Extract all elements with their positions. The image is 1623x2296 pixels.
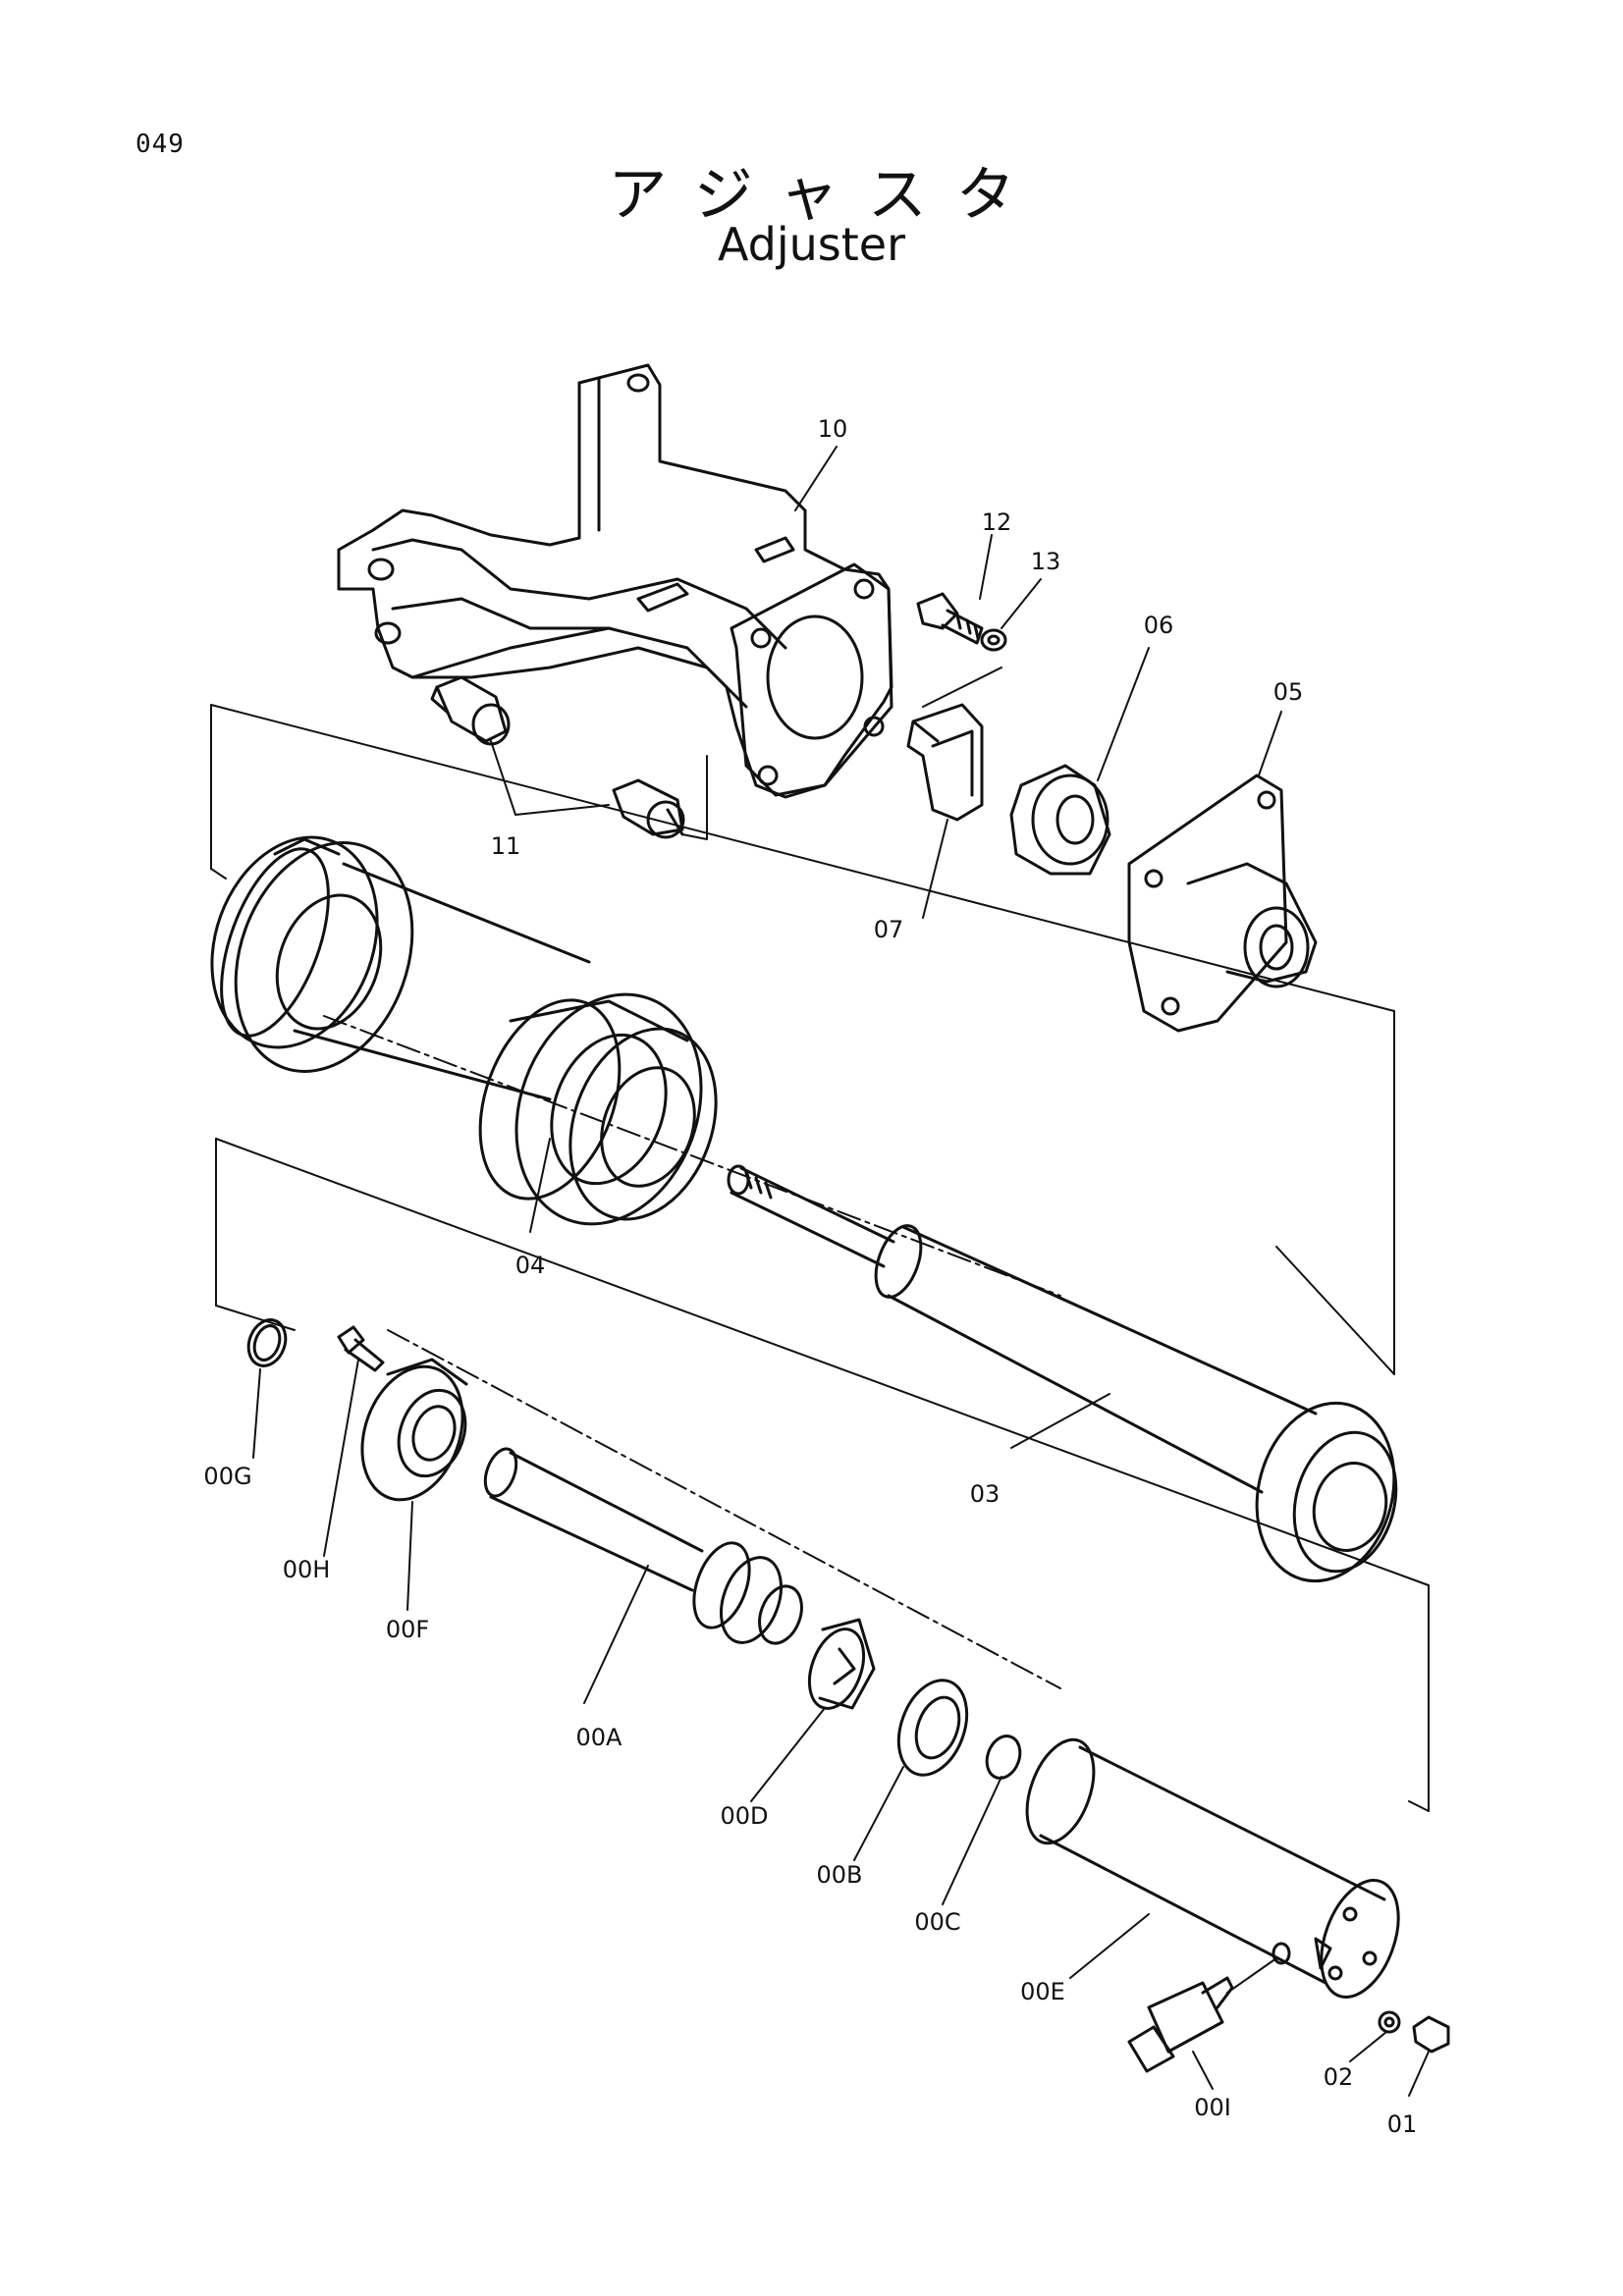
callout-12: 12 [982, 508, 1012, 536]
part-00H-screw [337, 1325, 385, 1372]
callout-00A: 00A [576, 1724, 623, 1751]
part-02-washer [1378, 2010, 1401, 2034]
part-00G-oring [246, 1318, 288, 1367]
page-number: 049 [135, 130, 185, 159]
centerline [323, 1015, 1061, 1689]
part-00C-snap-ring [985, 1735, 1022, 1780]
callout-00I: 00I [1194, 2094, 1231, 2121]
callout-00B: 00B [816, 1861, 862, 1889]
part-00A-piston-rod [483, 1447, 803, 1645]
part-00B-seal [896, 1679, 969, 1777]
title-japanese: アジャスタ [608, 161, 1045, 230]
part-00F-cover [360, 1358, 468, 1502]
leader-lines [252, 446, 1430, 2097]
part-01-plug [1412, 2015, 1450, 2054]
assembly-frame-lines [210, 667, 1430, 1812]
callout-00H: 00H [283, 1556, 331, 1583]
callout-00F: 00F [386, 1616, 429, 1643]
callout-06: 06 [1144, 612, 1174, 639]
callout-11: 11 [491, 832, 521, 860]
part-10-bracket [337, 363, 893, 799]
part-03-rod [727, 1164, 1398, 1583]
title-english: Adjuster [717, 218, 905, 271]
callout-00C: 00C [914, 1908, 960, 1936]
callout-03: 03 [970, 1480, 1001, 1508]
callout-04: 04 [515, 1252, 546, 1279]
part-07-clip [906, 703, 984, 822]
callout-05: 05 [1273, 678, 1304, 706]
callout-07: 07 [874, 916, 904, 943]
part-04-springs [210, 835, 718, 1226]
part-00E-cylinder [1025, 1737, 1400, 1999]
callout-00D: 00D [720, 1802, 768, 1830]
callout-01: 01 [1387, 2110, 1418, 2138]
part-06-nut [1009, 764, 1111, 876]
callout-13: 13 [1031, 548, 1061, 575]
part-13-washer [980, 628, 1007, 652]
part-00I-grease-fitting [1127, 1976, 1234, 2073]
callout-02: 02 [1324, 2063, 1354, 2091]
part-00D-bushing [807, 1618, 876, 1710]
callout-00G: 00G [203, 1463, 251, 1490]
callout-labels: 10 12 13 06 05 11 07 04 03 00G 00H 00F 0… [203, 415, 1417, 2138]
part-11-bolts [430, 675, 685, 839]
callout-10: 10 [818, 415, 848, 443]
callout-00E: 00E [1020, 1978, 1065, 2005]
part-12-bolt [916, 592, 984, 645]
part-05-housing [1127, 774, 1318, 1033]
